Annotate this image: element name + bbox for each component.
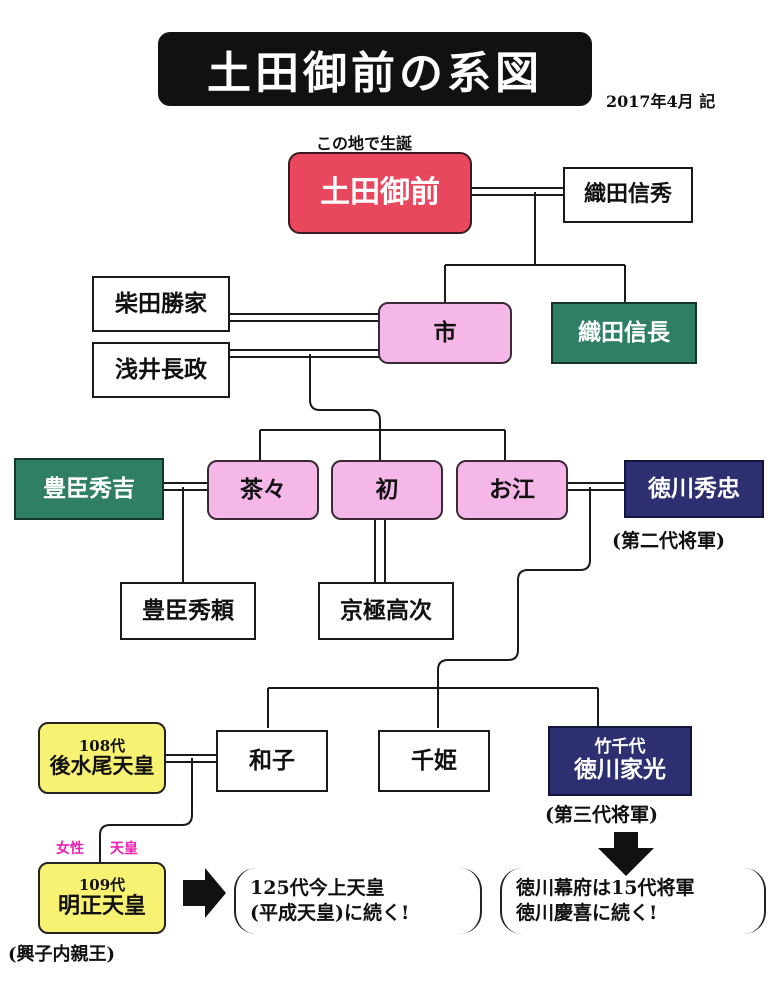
meisho-generation: 109代 <box>78 876 126 895</box>
person-toyotomi-hideyoshi-name: 豊臣秀吉 <box>43 474 135 502</box>
person-tokugawa-hidetada: 徳川秀忠 <box>624 460 764 518</box>
marriage-line-shibata-ichi <box>228 313 380 322</box>
person-chacha-name: 茶々 <box>240 475 286 503</box>
person-dota-gozen: 土田御前 <box>288 152 472 234</box>
person-go-name: お江 <box>489 475 535 503</box>
person-toyotomi-hideyori: 豊臣秀頼 <box>120 582 256 640</box>
hidetada-note: (第二代将軍) <box>612 530 725 552</box>
person-tokugawa-iemitsu-name: 徳川家光 <box>574 756 666 784</box>
descent-line-go <box>267 487 599 728</box>
person-senhime-name: 千姫 <box>411 746 457 774</box>
descent-line-ichi <box>259 354 506 460</box>
imperial-line-note-1: 125代今上天皇 <box>250 877 385 900</box>
person-ichi: 市 <box>378 302 512 364</box>
marriage-line-azai-ichi <box>228 349 380 358</box>
person-chacha: 茶々 <box>207 460 319 520</box>
marriage-line-hideyoshi-chacha <box>162 482 207 491</box>
person-hatsu-name: 初 <box>375 475 399 503</box>
arrow-down-icon <box>598 832 654 876</box>
date-note: 2017年4月 記 <box>606 92 716 111</box>
arrow-right-icon <box>183 868 226 918</box>
gomizunoo-generation: 108代 <box>78 736 126 755</box>
person-masako-name: 和子 <box>249 746 295 774</box>
marriage-line-hatsu-takatsugu <box>374 520 386 582</box>
person-azai-nagamasa: 浅井長政 <box>92 342 230 398</box>
marriage-line-dota-nobuhide <box>472 187 565 196</box>
iemitsu-childhood-name: 竹千代 <box>594 737 646 758</box>
person-hatsu: 初 <box>331 460 443 520</box>
person-toyotomi-hideyori-name: 豊臣秀頼 <box>142 596 234 624</box>
female-label: 女性 <box>56 841 84 857</box>
person-senhime: 千姫 <box>378 730 490 792</box>
person-oda-nobunaga-name: 織田信長 <box>578 318 670 346</box>
descent-line-meisho <box>99 758 193 862</box>
shogun-line-note-2: 徳川慶喜に続く! <box>516 902 658 924</box>
person-masako: 和子 <box>216 730 328 792</box>
imperial-line-note: 125代今上天皇 (平成天皇)に続く! <box>234 868 482 934</box>
iemitsu-note: (第三代将軍) <box>545 804 658 826</box>
person-azai-nagamasa-name: 浅井長政 <box>115 355 207 383</box>
person-gomizunoo-tenno: 108代 後水尾天皇 <box>38 722 166 794</box>
person-ichi-name: 市 <box>433 318 457 346</box>
descent-line-dota <box>444 192 626 303</box>
imperial-line-note-2: (平成天皇)に続く! <box>250 902 410 924</box>
person-tokugawa-hidetada-name: 徳川秀忠 <box>648 474 740 502</box>
person-tokugawa-iemitsu: 竹千代 徳川家光 <box>548 726 692 796</box>
person-kyogoku-takatsugu-name: 京極高次 <box>340 596 432 624</box>
person-oda-nobuhide-name: 織田信秀 <box>583 181 672 208</box>
person-dota-gozen-name: 土田御前 <box>320 174 440 210</box>
meisho-note: (興子内親王) <box>8 944 116 965</box>
tenno-label: 天皇 <box>110 841 138 857</box>
person-oda-nobunaga: 織田信長 <box>551 302 697 364</box>
page-title: 土田御前の系図 <box>207 48 543 99</box>
shogun-line-note-1: 徳川幕府は15代将軍 <box>516 877 695 900</box>
birthplace-note: この地で生誕 <box>316 134 413 153</box>
person-meisho-tenno: 109代 明正天皇 <box>38 862 166 934</box>
person-meisho-tenno-name: 明正天皇 <box>57 892 146 919</box>
person-gomizunoo-tenno-name: 後水尾天皇 <box>49 753 155 779</box>
person-shibata-katsuie: 柴田勝家 <box>92 276 230 332</box>
person-go: お江 <box>456 460 568 520</box>
person-shibata-katsuie-name: 柴田勝家 <box>115 289 207 317</box>
person-toyotomi-hideyoshi: 豊臣秀吉 <box>14 458 164 520</box>
title-banner: 土田御前の系図 <box>158 32 592 106</box>
shogun-line-note: 徳川幕府は15代将軍 徳川慶喜に続く! <box>500 868 766 934</box>
marriage-line-go-hidetada <box>568 482 624 491</box>
person-kyogoku-takatsugu: 京極高次 <box>318 582 454 640</box>
person-oda-nobuhide: 織田信秀 <box>563 167 693 223</box>
